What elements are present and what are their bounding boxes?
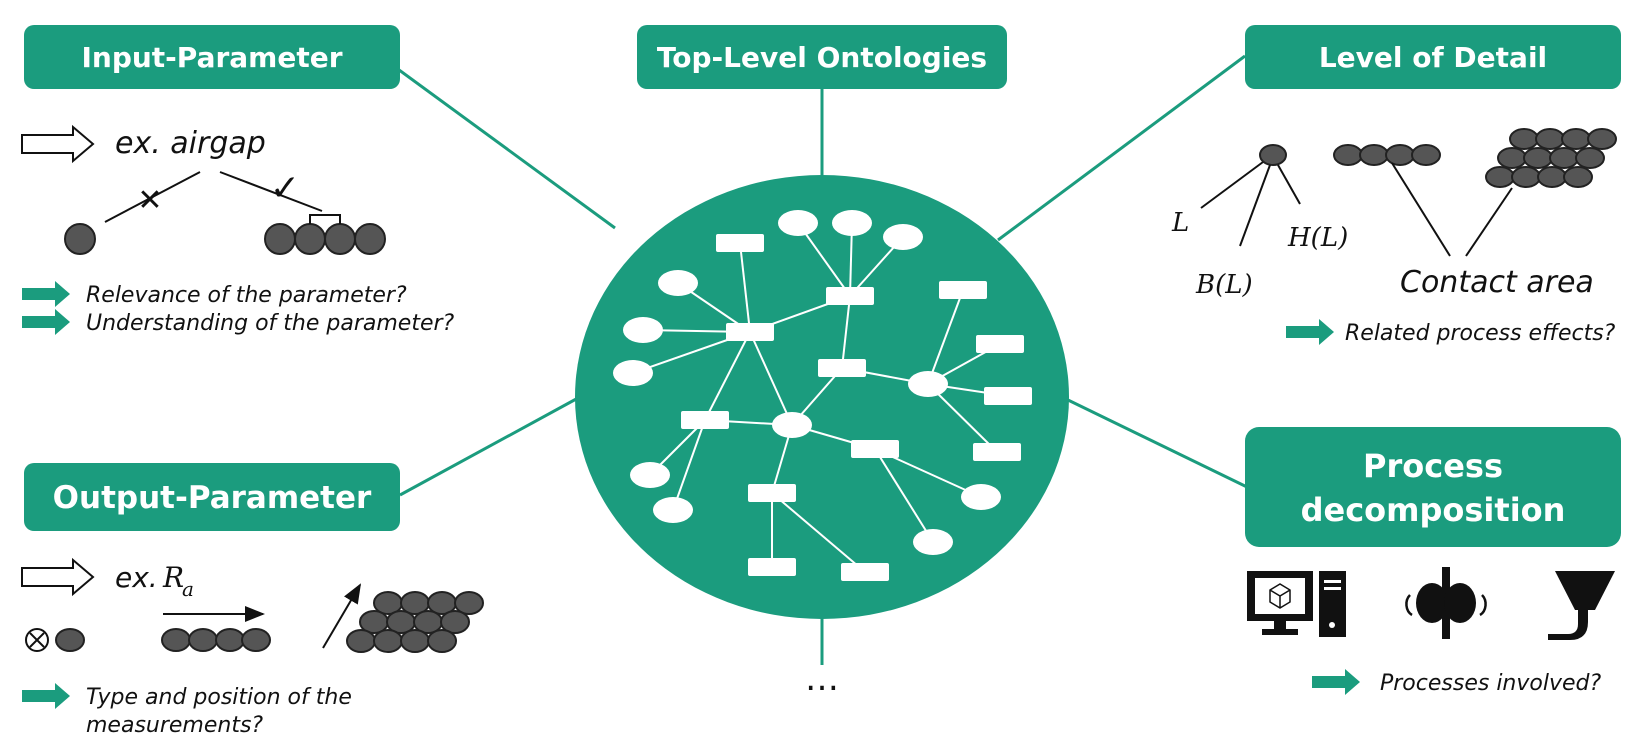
input-parameter-box: Input-Parameter: [24, 25, 400, 89]
graph-node-ellipse: [658, 270, 698, 296]
graph-node-rect: [976, 335, 1024, 353]
graph-node-ellipse: [772, 412, 812, 438]
hollow-arrow-icon: [21, 124, 95, 164]
connector-lines: [379, 54, 1248, 665]
ball-chain-icon: [161, 628, 271, 652]
computer-icon: [1247, 571, 1346, 637]
nozzle-icon: [1548, 571, 1615, 640]
graph-node-rect: [716, 234, 764, 252]
output-notes: Type and position of the measurements?: [22, 683, 352, 738]
svg-text:Understanding of the parameter: Understanding of the parameter?: [86, 311, 455, 336]
graph-node-rect: [939, 281, 987, 299]
graph-nodes: [613, 210, 1032, 581]
single-ball-icon: [64, 223, 96, 255]
svg-text:H(L): H(L): [1287, 223, 1348, 253]
svg-text:L: L: [1171, 208, 1189, 238]
graph-node-rect: [748, 558, 796, 576]
graph-node-ellipse: [613, 360, 653, 386]
graph-node-rect: [826, 287, 874, 305]
detail-tree: L B(L) H(L): [1171, 144, 1348, 300]
graph-node-ellipse: [908, 371, 948, 397]
svg-text:Top-Level Ontologies: Top-Level Ontologies: [657, 41, 987, 74]
graph-node-rect: [973, 443, 1021, 461]
graph-node-ellipse: [883, 224, 923, 250]
ball-chain-icon: [264, 223, 386, 255]
graph-node-ellipse: [653, 497, 693, 523]
graph-node-ellipse: [832, 210, 872, 236]
graph-node-ellipse: [778, 210, 818, 236]
svg-text:Level of Detail: Level of Detail: [1319, 41, 1547, 74]
graph-node-rect: [681, 411, 729, 429]
svg-text:R: R: [162, 561, 184, 594]
graph-node-rect: [726, 323, 774, 341]
graph-node-rect: [984, 387, 1032, 405]
graph-node-ellipse: [630, 462, 670, 488]
svg-text:Contact area: Contact area: [1400, 265, 1594, 300]
graph-node-ellipse: [961, 484, 1001, 510]
svg-text:measurements?: measurements?: [86, 713, 263, 738]
graph-node-rect: [841, 563, 889, 581]
svg-text:ex.: ex.: [115, 561, 158, 594]
svg-text:ex. airgap: ex. airgap: [115, 126, 266, 161]
green-arrow-icon: [22, 309, 70, 335]
svg-text:Related process effects?: Related process effects?: [1345, 321, 1616, 346]
green-arrow-icon: [1312, 669, 1360, 695]
svg-text:Output-Parameter: Output-Parameter: [53, 480, 372, 516]
detail-contact: Contact area Related process effects?: [1286, 128, 1617, 346]
graph-node-ellipse: [913, 529, 953, 555]
process-notes: Processes involved?: [1312, 669, 1601, 696]
output-example: ex. R a: [21, 557, 484, 653]
input-example: ex. airgap ✕ ✓: [21, 124, 386, 255]
check-icon: ✓: [270, 168, 300, 209]
svg-text:a: a: [182, 577, 194, 601]
ball-cluster-icon: [1485, 128, 1617, 188]
ball-chain-icon: [1333, 144, 1441, 166]
process-decomposition-box: Process decomposition: [1245, 427, 1621, 547]
output-parameter-box: Output-Parameter: [24, 463, 400, 531]
green-arrow-icon: [22, 683, 70, 709]
svg-text:Type and position of the: Type and position of the: [86, 685, 352, 710]
hollow-arrow-icon: [21, 557, 95, 597]
green-arrow-icon: [22, 281, 70, 307]
input-notes: Relevance of the parameter? Understandin…: [22, 281, 455, 336]
cross-icon: ✕: [137, 183, 162, 218]
svg-text:decomposition: decomposition: [1301, 491, 1566, 529]
svg-text:Input-Parameter: Input-Parameter: [81, 41, 342, 74]
rotating-disc-icon: [1405, 567, 1487, 639]
green-arrow-icon: [1286, 319, 1334, 345]
svg-text:Process: Process: [1363, 447, 1503, 485]
level-of-detail-box: Level of Detail: [1245, 25, 1621, 89]
ellipsis: …: [805, 659, 839, 699]
graph-node-rect: [818, 359, 866, 377]
svg-text:B(L): B(L): [1195, 270, 1253, 300]
graph-node-rect: [748, 484, 796, 502]
svg-text:Processes involved?: Processes involved?: [1380, 671, 1601, 696]
graph-node-rect: [851, 440, 899, 458]
svg-text:Relevance of the parameter?: Relevance of the parameter?: [86, 283, 407, 308]
graph-node-ellipse: [623, 317, 663, 343]
top-level-ontologies-box: Top-Level Ontologies: [637, 25, 1007, 89]
ball-cluster-icon: [346, 591, 484, 653]
